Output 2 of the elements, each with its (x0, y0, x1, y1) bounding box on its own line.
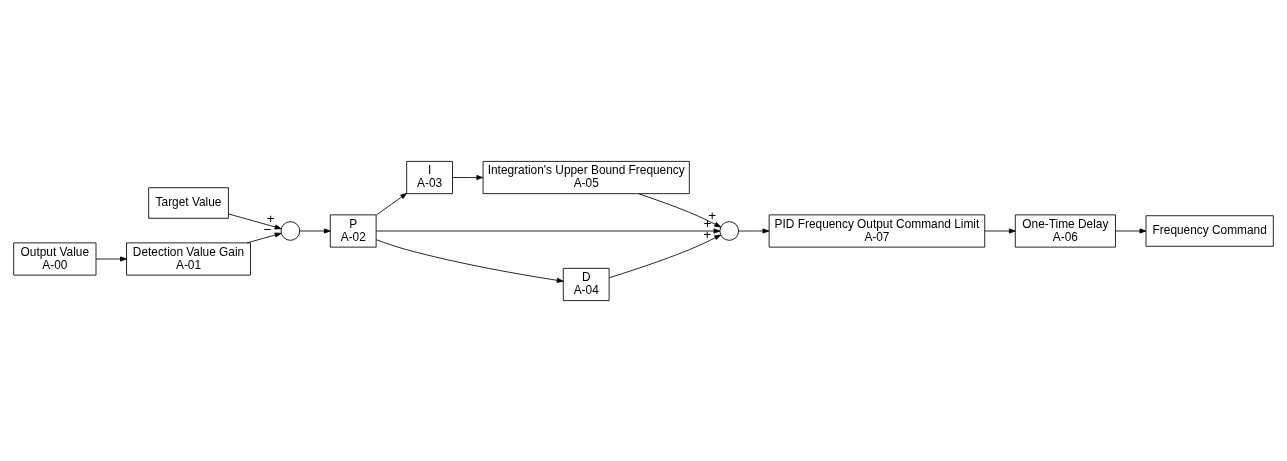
edge-label: + (703, 226, 712, 242)
edge-label: + (708, 207, 717, 223)
